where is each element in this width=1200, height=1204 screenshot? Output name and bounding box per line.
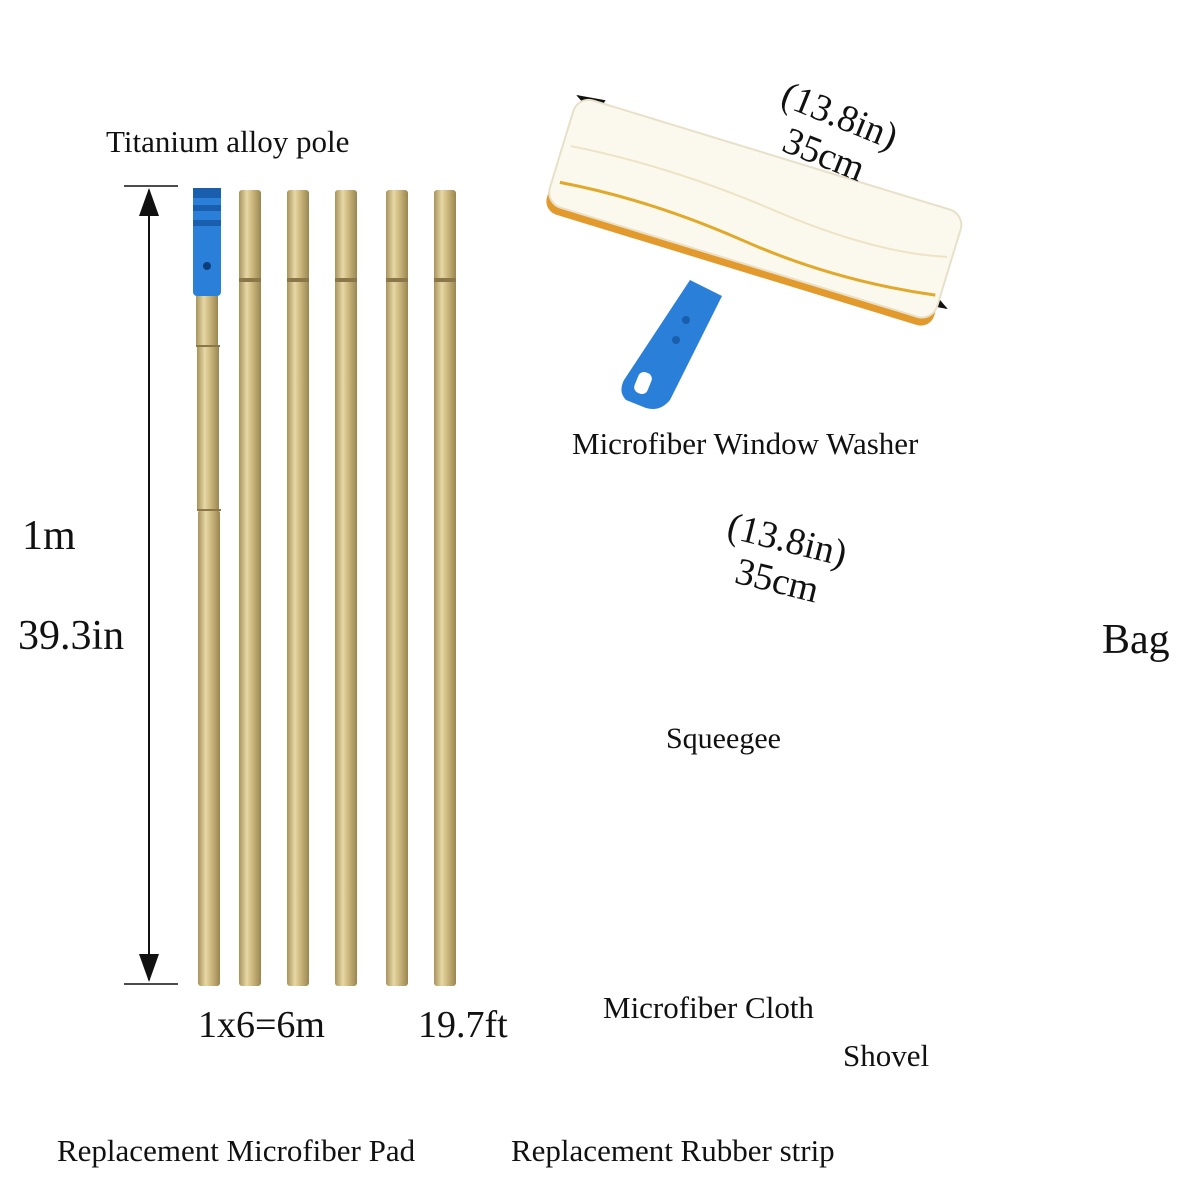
cloth-label: Microfiber Cloth	[603, 990, 814, 1025]
pole-with-tip	[193, 188, 221, 986]
washer-label: Microfiber Window Washer	[572, 426, 919, 461]
segment-length-in-label: 39.3in	[18, 613, 125, 659]
pole-segment	[386, 190, 408, 986]
segment-length-m-label: 1m	[22, 513, 76, 559]
pole-segment	[434, 190, 456, 986]
squeegee-label: Squeegee	[666, 722, 781, 755]
pole-segment	[239, 190, 261, 986]
pole-segment	[287, 190, 309, 986]
pad-label: Replacement Microfiber Pad	[57, 1133, 416, 1168]
total-length-m-label: 1x6=6m	[198, 1004, 325, 1046]
bag-label: Bag	[1102, 617, 1170, 663]
shovel-label: Shovel	[843, 1038, 930, 1073]
pole-length-dimension	[124, 185, 178, 985]
pole-label: Titanium alloy pole	[106, 124, 350, 159]
total-length-ft-label: 19.7ft	[418, 1004, 508, 1046]
strip-label: Replacement Rubber strip	[511, 1133, 835, 1168]
window-washer-image	[546, 95, 963, 409]
pole-segment	[335, 190, 357, 986]
